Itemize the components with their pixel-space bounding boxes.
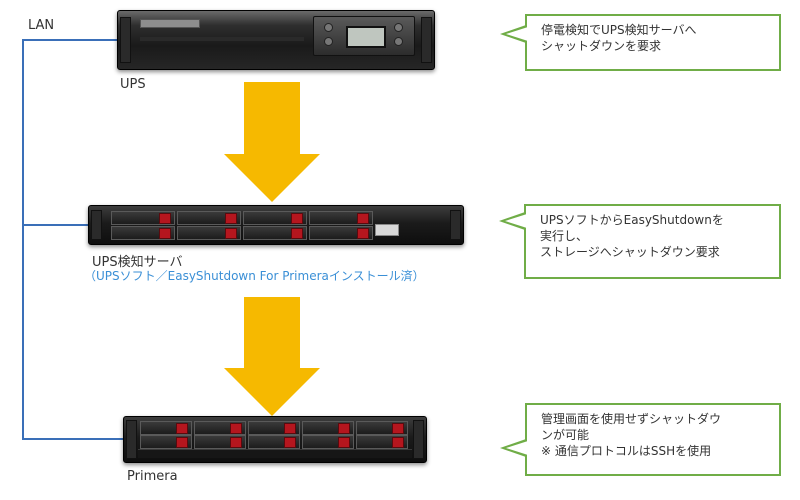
- callout-text-line: 実行し、: [540, 229, 589, 243]
- callout-text-line: シャットダウンを要求: [541, 39, 662, 53]
- ups-device-image: [117, 10, 435, 70]
- ups-control-panel: [313, 16, 415, 56]
- lan-label: LAN: [28, 18, 55, 33]
- ups-detection-server-label: UPS検知サーバ: [92, 255, 183, 270]
- callout-text-line: ストレージへシャットダウン要求: [540, 245, 720, 259]
- callout-text-line: ンが可能: [541, 428, 590, 442]
- primera-label: Primera: [127, 469, 178, 484]
- ups-label: UPS: [120, 77, 146, 92]
- ups-lcd-display: [346, 26, 386, 48]
- callout-ups-detection: 停電検知でUPS検知サーバへ シャットダウンを要求: [525, 14, 781, 71]
- callout-text-line: UPSソフトからEasyShutdownを: [540, 213, 724, 227]
- callout-text-line: 停電検知でUPS検知サーバへ: [541, 23, 697, 37]
- callout-text-line: ※ 通信プロトコルはSSHを使用: [541, 444, 712, 458]
- callout-primera-ssh: 管理画面を使用せずシャットダウ ンが可能 ※ 通信プロトコルはSSHを使用: [525, 403, 781, 476]
- callout-text-line: 管理画面を使用せずシャットダウ: [541, 412, 722, 426]
- ups-detection-server-sublabel: （UPSソフト／EasyShutdown For Primeraインストール済）: [84, 269, 425, 283]
- primera-storage-image: [123, 416, 427, 463]
- ups-detection-server-image: [88, 205, 464, 245]
- callout-easyshutdown: UPSソフトからEasyShutdownを 実行し、 ストレージへシャットダウン…: [524, 204, 781, 279]
- server-status-panel: [375, 224, 399, 236]
